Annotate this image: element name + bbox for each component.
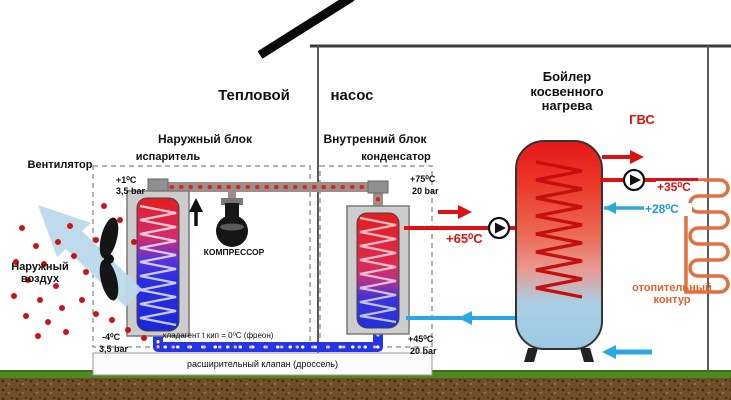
roof-line [257,0,355,59]
flow-up-arrow [189,198,203,226]
heating-supply-temp: +35⁰С [656,180,704,195]
dhw-label: ГВС [629,112,655,127]
pump-condenser-loop [487,216,511,240]
expansion-valve-note: расширительный клапан (дроссель) [187,359,338,369]
evaporator-label: испаритель [135,151,201,163]
boiler [515,140,603,362]
title-right: насос [330,87,374,104]
pipe-flange-condenser [367,180,389,194]
boiler-title: Бойлер косвенного нагрева [530,69,604,114]
cold-water-inlet-arrow [602,345,652,359]
fan-icon [99,217,119,301]
cond-top-pressure: 20 bar [412,186,439,196]
evap-top-temp: +1⁰С [116,175,137,185]
title-left: Тепловой [218,87,290,104]
heating-return-temp: +28⁰С [644,202,692,217]
condenser-coil [359,216,397,324]
boiler-leg [524,348,538,362]
evap-bottom-pressure: 3,5 bar [99,344,129,354]
condenser-label: конденсатор [361,151,431,163]
cond-bottom-temp: +45⁰С [408,334,434,344]
fan-label: Вентилятор [27,159,93,171]
compressor [216,198,248,247]
boiler-return-line [406,311,516,325]
base-platform [92,352,433,376]
evap-bottom-temp: -4⁰С [102,332,121,342]
refrigerant-note: хладагент t кип = 0⁰С (фреон) [162,331,274,340]
outdoor-unit-title: Наружный блок [158,132,252,146]
evap-top-pressure: 3,5 bar [116,186,146,196]
house-outline [257,0,731,371]
outside-air-label: Наружный воздух [11,261,69,286]
dhw-arrow [602,150,644,164]
ground [0,377,731,400]
compressor-label: КОМПРЕССОР [203,247,265,257]
condenser [346,205,410,335]
pump-heating-loop [622,168,646,192]
supply-temp: +65⁰С [446,231,483,246]
cond-top-temp: +75⁰С [410,174,436,184]
air-particles [11,203,147,341]
boiler-coil [535,160,583,299]
indoor-unit-title: Внутренний блок [323,132,427,146]
boiler-leg [580,348,594,362]
cond-bottom-pressure: 20 bar [410,346,437,356]
evaporator [126,190,190,337]
heating-circuit-label: отопительный контур [632,282,712,307]
heating-circuit-coil [684,178,730,294]
evaporator-coil [139,204,177,327]
